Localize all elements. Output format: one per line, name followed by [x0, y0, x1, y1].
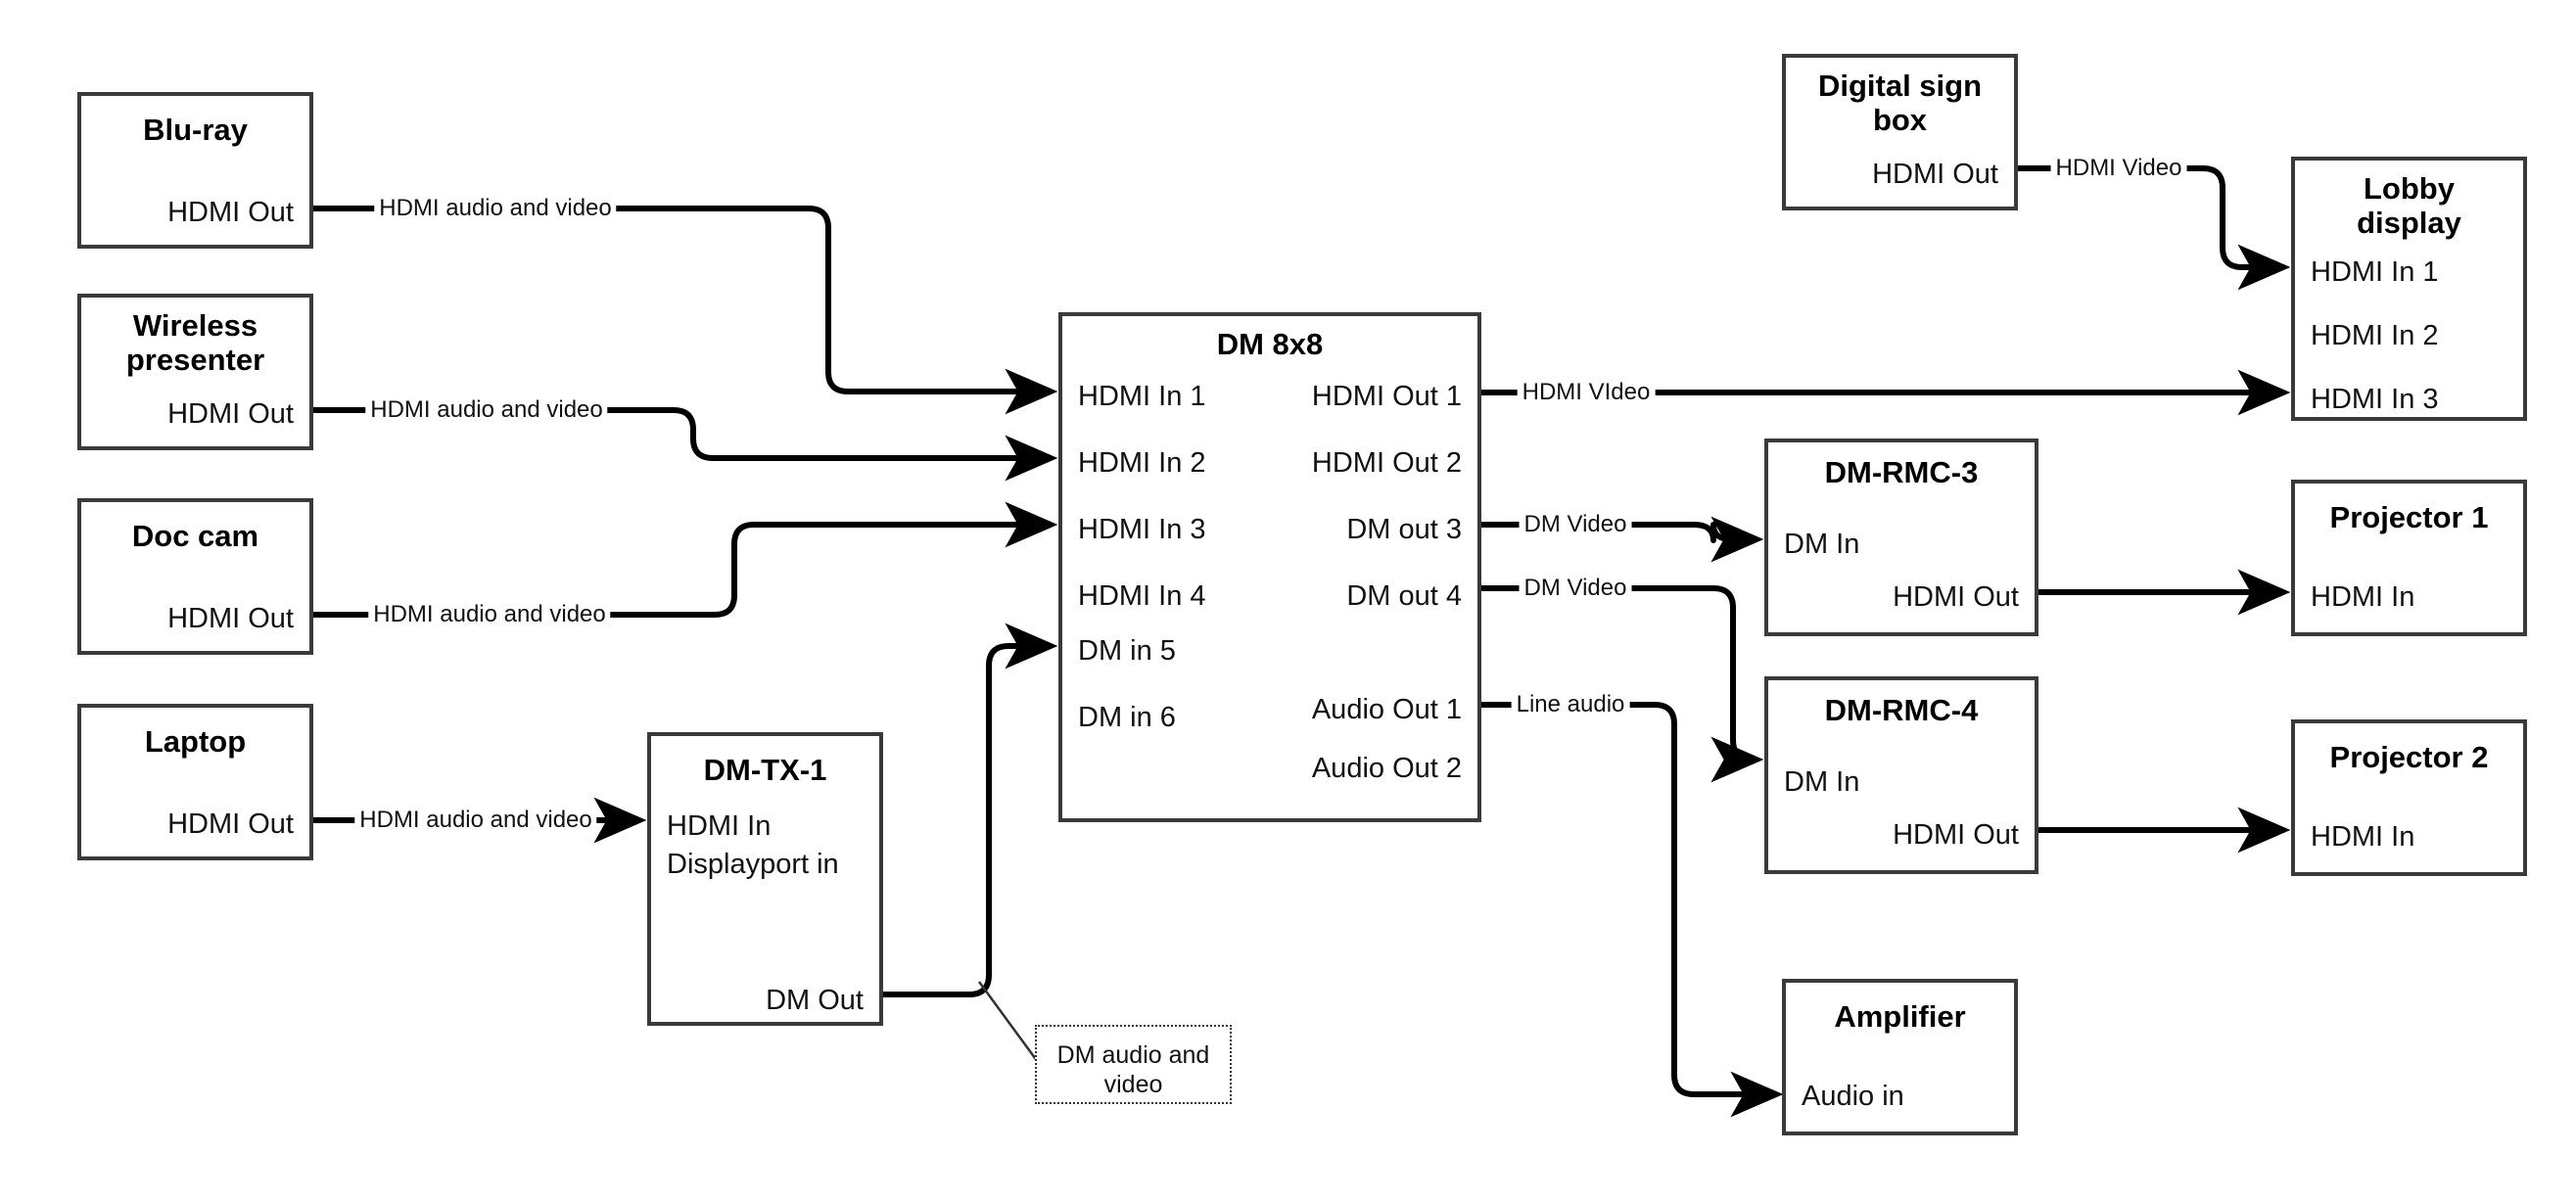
node-projector-1[interactable]: Projector 1 HDMI In — [2291, 480, 2527, 636]
node-dm-rmc-4-port-dm-in: DM In — [1784, 766, 1860, 798]
wire-label-sign-hdmi-video: HDMI Video — [2050, 155, 2187, 182]
wire-signbox-to-lobby-in1 — [2017, 165, 2291, 291]
node-amplifier-port-audio-in: Audio in — [1802, 1081, 1904, 1112]
node-projector-2-title: Projector 2 — [2329, 740, 2489, 774]
node-bluray-port-hdmi-out: HDMI Out — [167, 197, 294, 228]
wire-label-doccam: HDMI audio and video — [368, 601, 611, 628]
node-lobby-display[interactable]: Lobby display HDMI In 1 HDMI In 2 HDMI I… — [2291, 157, 2527, 421]
node-projector-1-title: Projector 1 — [2329, 500, 2489, 534]
node-dm-rmc-4-port-hdmi-out: HDMI Out — [1893, 819, 2019, 851]
node-dm-8x8-title: DM 8x8 — [1216, 327, 1324, 361]
node-dm-8x8-input-hdmi-in-3: HDMI In 3 — [1078, 514, 1206, 545]
node-dm-rmc-3-port-hdmi-out: HDMI Out — [1893, 581, 2019, 613]
node-wireless-presenter-port-hdmi-out: HDMI Out — [167, 398, 294, 430]
node-dm-tx-1[interactable]: DM-TX-1 HDMI In Displayport in DM Out — [647, 732, 883, 1026]
node-dm-tx-1-title: DM-TX-1 — [703, 753, 827, 787]
node-bluray-title: Blu-ray — [143, 113, 248, 147]
node-amplifier-title: Amplifier — [1834, 999, 1966, 1034]
wire-label-laptop: HDMI audio and video — [354, 807, 597, 834]
node-doc-cam[interactable]: Doc cam HDMI Out — [77, 498, 313, 655]
node-dm-rmc-4[interactable]: DM-RMC-4 DM In HDMI Out — [1764, 676, 2038, 874]
wire-audio-out1-to-amp — [1481, 702, 1784, 1118]
node-dm-8x8-input-hdmi-in-2: HDMI In 2 — [1078, 447, 1206, 479]
node-dm-8x8-output-audio-out-2: Audio Out 2 — [1311, 753, 1462, 784]
node-dm-8x8-input-dm-in-5: DM in 5 — [1078, 635, 1176, 667]
node-dm-8x8-output-audio-out-1: Audio Out 1 — [1311, 694, 1462, 725]
note-dm-audio-and-video-text: DM audio and video — [1056, 1041, 1210, 1098]
node-projector-1-port-hdmi-in: HDMI In — [2311, 581, 2415, 613]
node-dm-8x8-input-hdmi-in-4: HDMI In 4 — [1078, 580, 1206, 612]
node-dm-tx-1-port-hdmi-in: HDMI In — [667, 810, 772, 842]
node-laptop-title: Laptop — [144, 724, 247, 759]
note-leader-line — [977, 981, 1040, 1063]
node-digital-sign-box-port-hdmi-out: HDMI Out — [1872, 159, 1998, 190]
node-dm-8x8-output-dm-out-3: DM out 3 — [1346, 514, 1462, 545]
wire-doccam-to-dm-in3 — [313, 501, 1058, 618]
wire-label-dm-video-4: DM Video — [1519, 575, 1632, 602]
node-dm-8x8[interactable]: DM 8x8 HDMI In 1 HDMI In 2 HDMI In 3 HDM… — [1058, 312, 1481, 822]
node-dm-rmc-3[interactable]: DM-RMC-3 DM In HDMI Out — [1764, 439, 2038, 636]
wire-label-hdmi-video-out1: HDMI VIdeo — [1517, 379, 1656, 406]
node-dm-tx-1-port-displayport-in: Displayport in — [667, 849, 839, 880]
node-dm-rmc-3-port-dm-in: DM In — [1784, 529, 1860, 560]
node-lobby-display-title: Lobby display — [2357, 171, 2461, 240]
node-wireless-presenter-title: Wireless presenter — [125, 308, 265, 377]
note-dm-audio-and-video: DM audio and video — [1035, 1025, 1232, 1104]
node-dm-rmc-4-title: DM-RMC-4 — [1824, 693, 1979, 727]
node-doc-cam-port-hdmi-out: HDMI Out — [167, 603, 294, 634]
node-lobby-display-port-hdmi-in-1: HDMI In 1 — [2311, 256, 2439, 288]
node-digital-sign-box[interactable]: Digital sign box HDMI Out — [1782, 54, 2018, 210]
wire-dm-out3-to-rmc3 — [1481, 516, 1764, 563]
wire-label-bluray: HDMI audio and video — [374, 195, 617, 222]
wire-dm-out4-to-rmc4 — [1481, 585, 1764, 783]
node-lobby-display-port-hdmi-in-2: HDMI In 2 — [2311, 320, 2439, 351]
wire-wireless-to-dm-in2 — [313, 407, 1058, 482]
wire-bluray-to-dm-in1 — [313, 206, 1058, 415]
node-dm-8x8-output-hdmi-out-1: HDMI Out 1 — [1311, 381, 1462, 412]
node-projector-2-port-hdmi-in: HDMI In — [2311, 821, 2415, 853]
node-dm-tx-1-port-dm-out: DM Out — [766, 985, 864, 1016]
node-dm-rmc-3-title: DM-RMC-3 — [1824, 455, 1979, 489]
node-dm-8x8-output-dm-out-4: DM out 4 — [1346, 580, 1462, 612]
node-laptop[interactable]: Laptop HDMI Out — [77, 704, 313, 860]
node-projector-2[interactable]: Projector 2 HDMI In — [2291, 719, 2527, 876]
node-dm-8x8-input-dm-in-6: DM in 6 — [1078, 702, 1176, 733]
node-dm-8x8-input-hdmi-in-1: HDMI In 1 — [1078, 381, 1206, 412]
node-lobby-display-port-hdmi-in-3: HDMI In 3 — [2311, 384, 2439, 415]
node-laptop-port-hdmi-out: HDMI Out — [167, 808, 294, 840]
wire-label-wireless: HDMI audio and video — [365, 396, 608, 424]
wire-label-line-audio: Line audio — [1511, 691, 1630, 718]
wire-label-dm-video-3: DM Video — [1519, 511, 1632, 538]
node-amplifier[interactable]: Amplifier Audio in — [1782, 979, 2018, 1135]
node-digital-sign-box-title: Digital sign box — [1817, 69, 1983, 137]
node-doc-cam-title: Doc cam — [131, 519, 259, 553]
wire-dmtx-out-to-dm-in5 — [882, 623, 1058, 997]
node-wireless-presenter[interactable]: Wireless presenter HDMI Out — [77, 294, 313, 450]
node-bluray[interactable]: Blu-ray HDMI Out — [77, 92, 313, 249]
node-dm-8x8-output-hdmi-out-2: HDMI Out 2 — [1311, 447, 1462, 479]
